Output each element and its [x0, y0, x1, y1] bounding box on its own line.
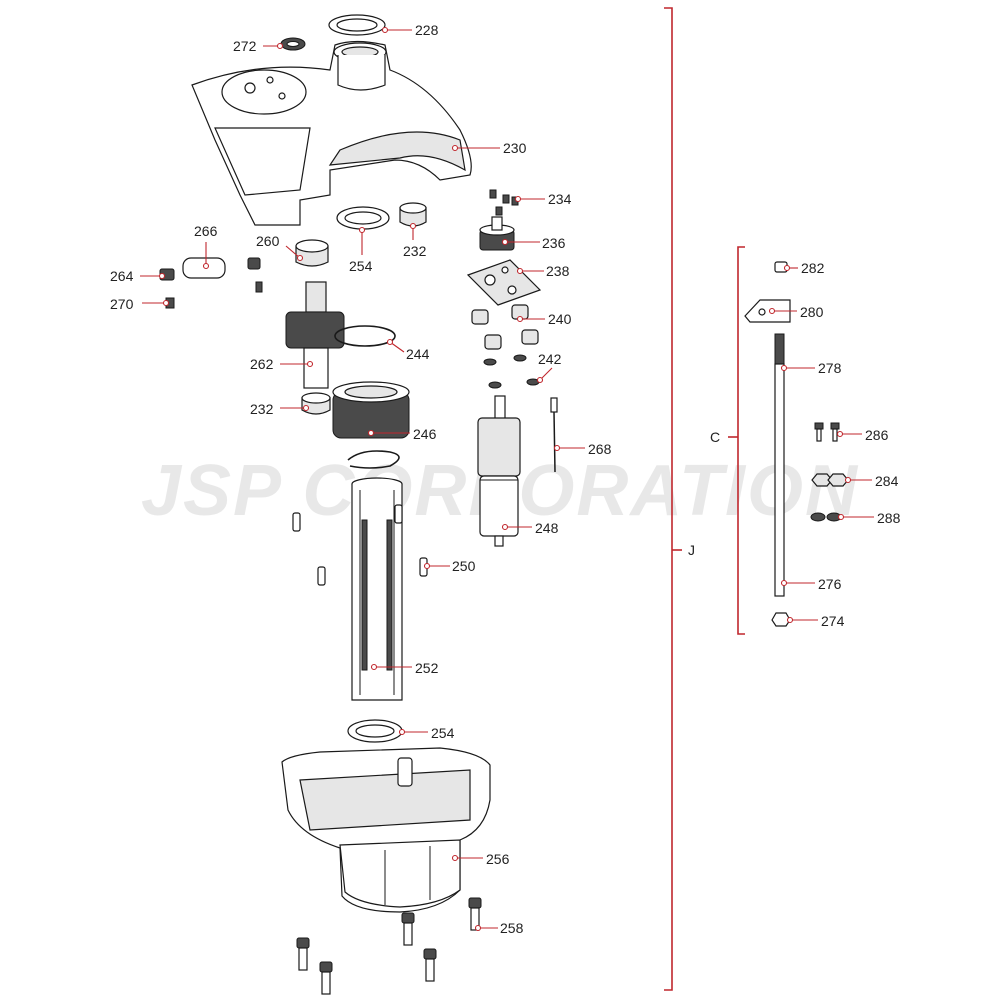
part-242-washers: 242	[483, 351, 562, 389]
part-254-seal-lower: 254	[347, 719, 455, 743]
part-230-upper-housing: 230	[191, 40, 527, 226]
label-238: 238	[546, 263, 570, 279]
part-236-gear: 236	[479, 216, 566, 251]
part-270-screw: 270	[110, 281, 263, 312]
label-254-upper: 254	[349, 258, 373, 274]
label-240: 240	[548, 311, 572, 327]
label-228: 228	[415, 22, 439, 38]
label-268: 268	[588, 441, 612, 457]
part-264-clip: 264	[110, 257, 261, 284]
label-252: 252	[415, 660, 439, 676]
part-260-bushing: 260	[256, 233, 329, 267]
part-272-oring: 272	[233, 37, 306, 54]
label-260: 260	[256, 233, 280, 249]
label-248: 248	[535, 520, 559, 536]
part-254-seal-upper: 254	[336, 206, 390, 274]
snap-ring	[347, 450, 400, 469]
part-258-bolts: 258	[296, 897, 524, 995]
group-j-label: J	[688, 542, 695, 558]
label-234: 234	[548, 191, 572, 207]
part-228-seal: 228	[328, 14, 439, 38]
label-256: 256	[486, 851, 510, 867]
part-252-tube: 252	[351, 477, 439, 701]
part-276-rod: 278 276	[774, 333, 842, 597]
part-280-bracket: 280	[744, 299, 824, 323]
part-284-nuts: 284	[811, 473, 899, 489]
label-236: 236	[542, 235, 566, 251]
part-248-motor: 248	[477, 395, 559, 547]
group-j-bracket: J	[664, 7, 695, 991]
part-232-bushing-lower: 232	[250, 392, 331, 417]
part-262-gear-shaft: 262	[250, 281, 345, 389]
part-238-plate: 238	[466, 259, 570, 306]
label-286: 286	[865, 427, 889, 443]
part-282-cap: 282	[774, 260, 825, 276]
label-266: 266	[194, 223, 218, 239]
label-288: 288	[877, 510, 901, 526]
label-258: 258	[500, 920, 524, 936]
part-266-pin: 266	[182, 223, 226, 279]
label-246: 246	[413, 426, 437, 442]
group-c-label: C	[710, 429, 720, 445]
part-244-ring: 244	[334, 325, 430, 362]
part-268-sensor: 268	[550, 397, 612, 473]
part-286-screws: 286	[814, 422, 889, 443]
label-278: 278	[818, 360, 842, 376]
label-250: 250	[452, 558, 476, 574]
part-274-nut: 274	[771, 612, 845, 629]
label-284: 284	[875, 473, 899, 489]
part-240-bushings: 240	[471, 304, 572, 350]
part-288-washers: 288	[810, 510, 901, 526]
label-276: 276	[818, 576, 842, 592]
part-246-ring-gear: 246	[332, 381, 437, 442]
part-256-lower-housing: 256	[281, 747, 510, 913]
label-274: 274	[821, 613, 845, 629]
label-264: 264	[110, 268, 134, 284]
label-254-lower: 254	[431, 725, 455, 741]
label-232-upper: 232	[403, 243, 427, 259]
part-250-pins: 250	[292, 504, 476, 586]
label-244: 244	[406, 346, 430, 362]
label-242: 242	[538, 351, 562, 367]
label-262: 262	[250, 356, 274, 372]
label-230: 230	[503, 140, 527, 156]
label-272: 272	[233, 38, 257, 54]
label-282: 282	[801, 260, 825, 276]
label-280: 280	[800, 304, 824, 320]
part-234-screws: 234	[489, 189, 572, 216]
label-270: 270	[110, 296, 134, 312]
group-c-bracket: C	[710, 246, 745, 635]
label-232-lower: 232	[250, 401, 274, 417]
part-232-bushing-upper: 232	[399, 202, 427, 259]
